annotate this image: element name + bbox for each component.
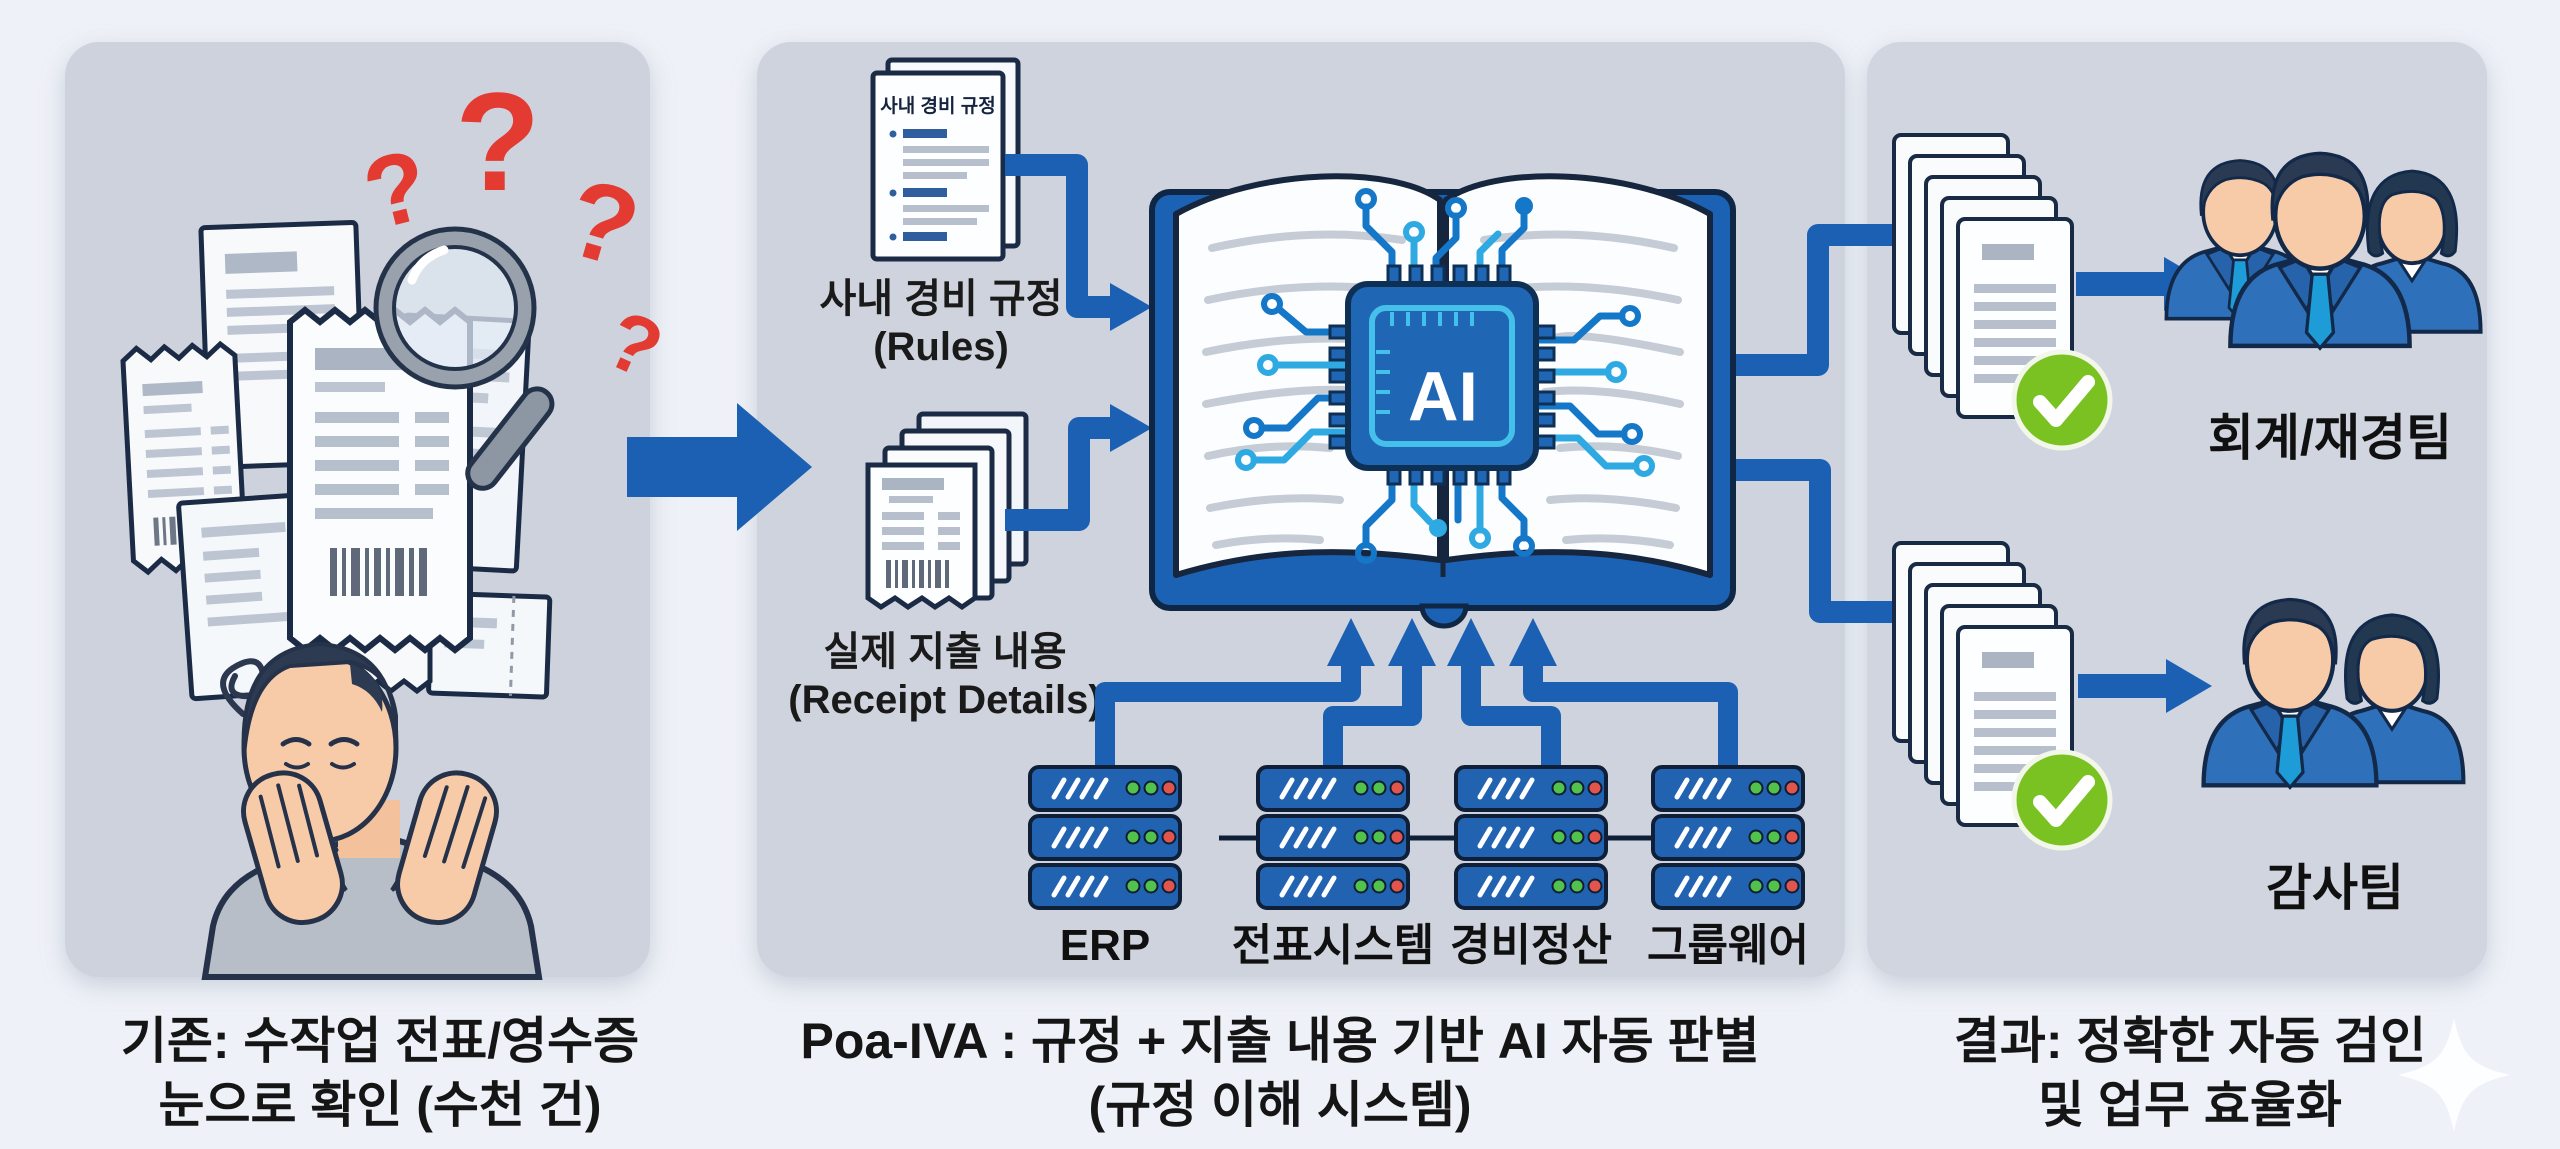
right-caption-line2: 및 업무 효율화 [2038,1077,2342,1133]
accounting-team-illustration [2164,153,2483,348]
ai-rulebook-illustration: AI [1149,173,1736,629]
receipts-label-line2: (Receipt Details) [788,678,1101,722]
receipts-label-line1: 실제 지출 내용 [823,630,1066,674]
check-icon [2014,352,2110,448]
input-connectors [1005,154,1112,531]
system-label-erp: ERP [1060,921,1150,970]
team-label-accounting: 회계/재경팀 [2208,410,2452,466]
team-label-audit: 감사팀 [2266,860,2404,916]
up-arrowheads [1327,618,1557,666]
tired-person-illustration [201,641,543,980]
captions: 기존: 수작업 전표/영수증 눈으로 확인 (수천 건) Poa-IVA : 규… [121,1013,2426,1133]
sparkle-icon [2398,1018,2510,1132]
server-stack-erp [1030,767,1180,908]
arrowhead [1110,404,1152,452]
rules-label-line2: (Rules) [873,325,1009,369]
flow-arrow-left-to-middle [627,403,812,531]
rules-label-line1: 사내 경비 규정 [819,277,1062,321]
check-icon [2014,752,2110,848]
middle-caption-line2: (규정 이해 시스템) [1088,1077,1471,1133]
receipts-stack-icon [865,411,1029,611]
middle-caption-line1: Poa-IVA : 규정 + 지출 내용 기반 AI 자동 판별 [800,1013,1759,1069]
right-caption-line1: 결과: 정확한 자동 검인 [1954,1013,2426,1069]
arrowhead [1110,283,1152,331]
verified-docs-bottom [1892,541,2110,848]
system-label-expense: 경비정산 [1450,921,1612,970]
ai-chip-icon: AI [1328,264,1556,486]
system-label-groupware: 그룹웨어 [1647,921,1809,970]
source-systems: ERP 전표시스템 경비정산 그룹웨어 [1030,767,1809,970]
rules-doc-title: 사내 경비 규정 [880,95,995,117]
rules-document-icon: 사내 경비 규정 [870,57,1021,262]
server-stack-voucher [1258,767,1408,908]
left-caption-line2: 눈으로 확인 (수천 건) [159,1077,602,1133]
verified-docs-top [1892,133,2110,448]
left-caption-line1: 기존: 수작업 전표/영수증 [121,1013,639,1069]
system-connectors [1095,662,1738,767]
system-label-voucher: 전표시스템 [1232,921,1434,970]
output-connectors [1736,224,1900,623]
server-stack-expense [1456,767,1606,908]
server-stack-groupware [1653,767,1803,908]
ai-chip-label: AI [1408,357,1478,435]
magnifier-icon [373,226,555,491]
question-mark-icon: ? [455,63,541,220]
